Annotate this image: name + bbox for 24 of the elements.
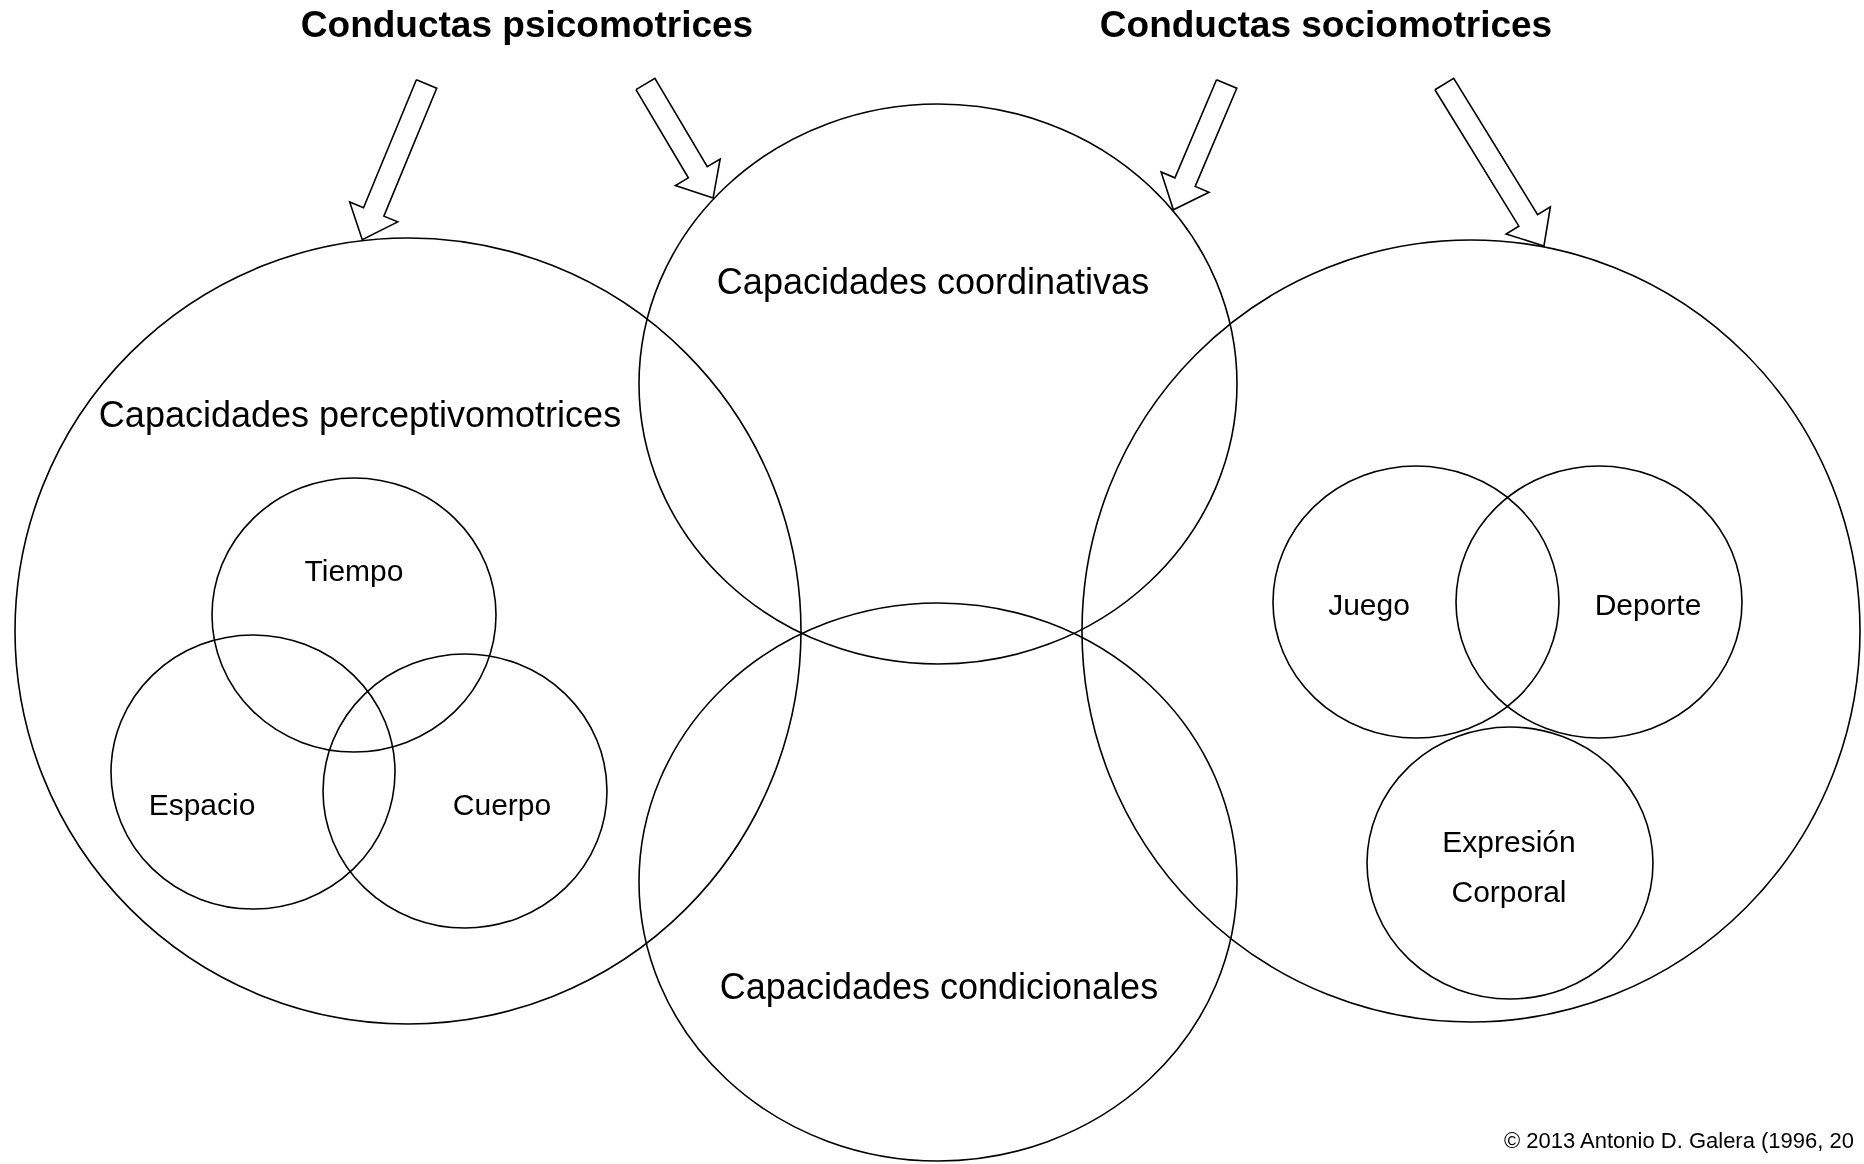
circle-label: Capacidades perceptivomotrices xyxy=(98,393,622,437)
venn-circle xyxy=(211,477,497,753)
heading: Conductas sociomotrices xyxy=(1096,4,1556,54)
venn-circle xyxy=(1272,465,1560,739)
circle-label: Deporte xyxy=(1594,587,1702,623)
block-arrow xyxy=(634,77,722,200)
circle-label: Cuerpo xyxy=(452,787,552,823)
venn-circle xyxy=(638,103,1238,665)
circle-label: Espacio xyxy=(148,787,256,823)
heading: Conductas psicomotrices xyxy=(297,4,757,54)
block-arrow xyxy=(1159,78,1238,211)
block-arrow xyxy=(1433,77,1552,247)
circle-label: Tiempo xyxy=(304,553,404,589)
venn-circle xyxy=(1455,465,1743,739)
circle-label: Expresión Corporal xyxy=(1441,823,1577,910)
circle-label: Capacidades coordinativas xyxy=(716,260,1150,304)
venn-circle xyxy=(638,602,1238,1162)
block-arrow xyxy=(348,78,438,241)
venn-circle xyxy=(110,634,396,910)
venn-circle xyxy=(1366,726,1654,1000)
copyright-note: © 2013 Antonio D. Galera (1996, 20 xyxy=(1503,1128,1854,1154)
circle-label: Capacidades condicionales xyxy=(719,965,1159,1009)
venn-circle xyxy=(322,653,608,929)
circle-label: Juego xyxy=(1328,587,1410,623)
